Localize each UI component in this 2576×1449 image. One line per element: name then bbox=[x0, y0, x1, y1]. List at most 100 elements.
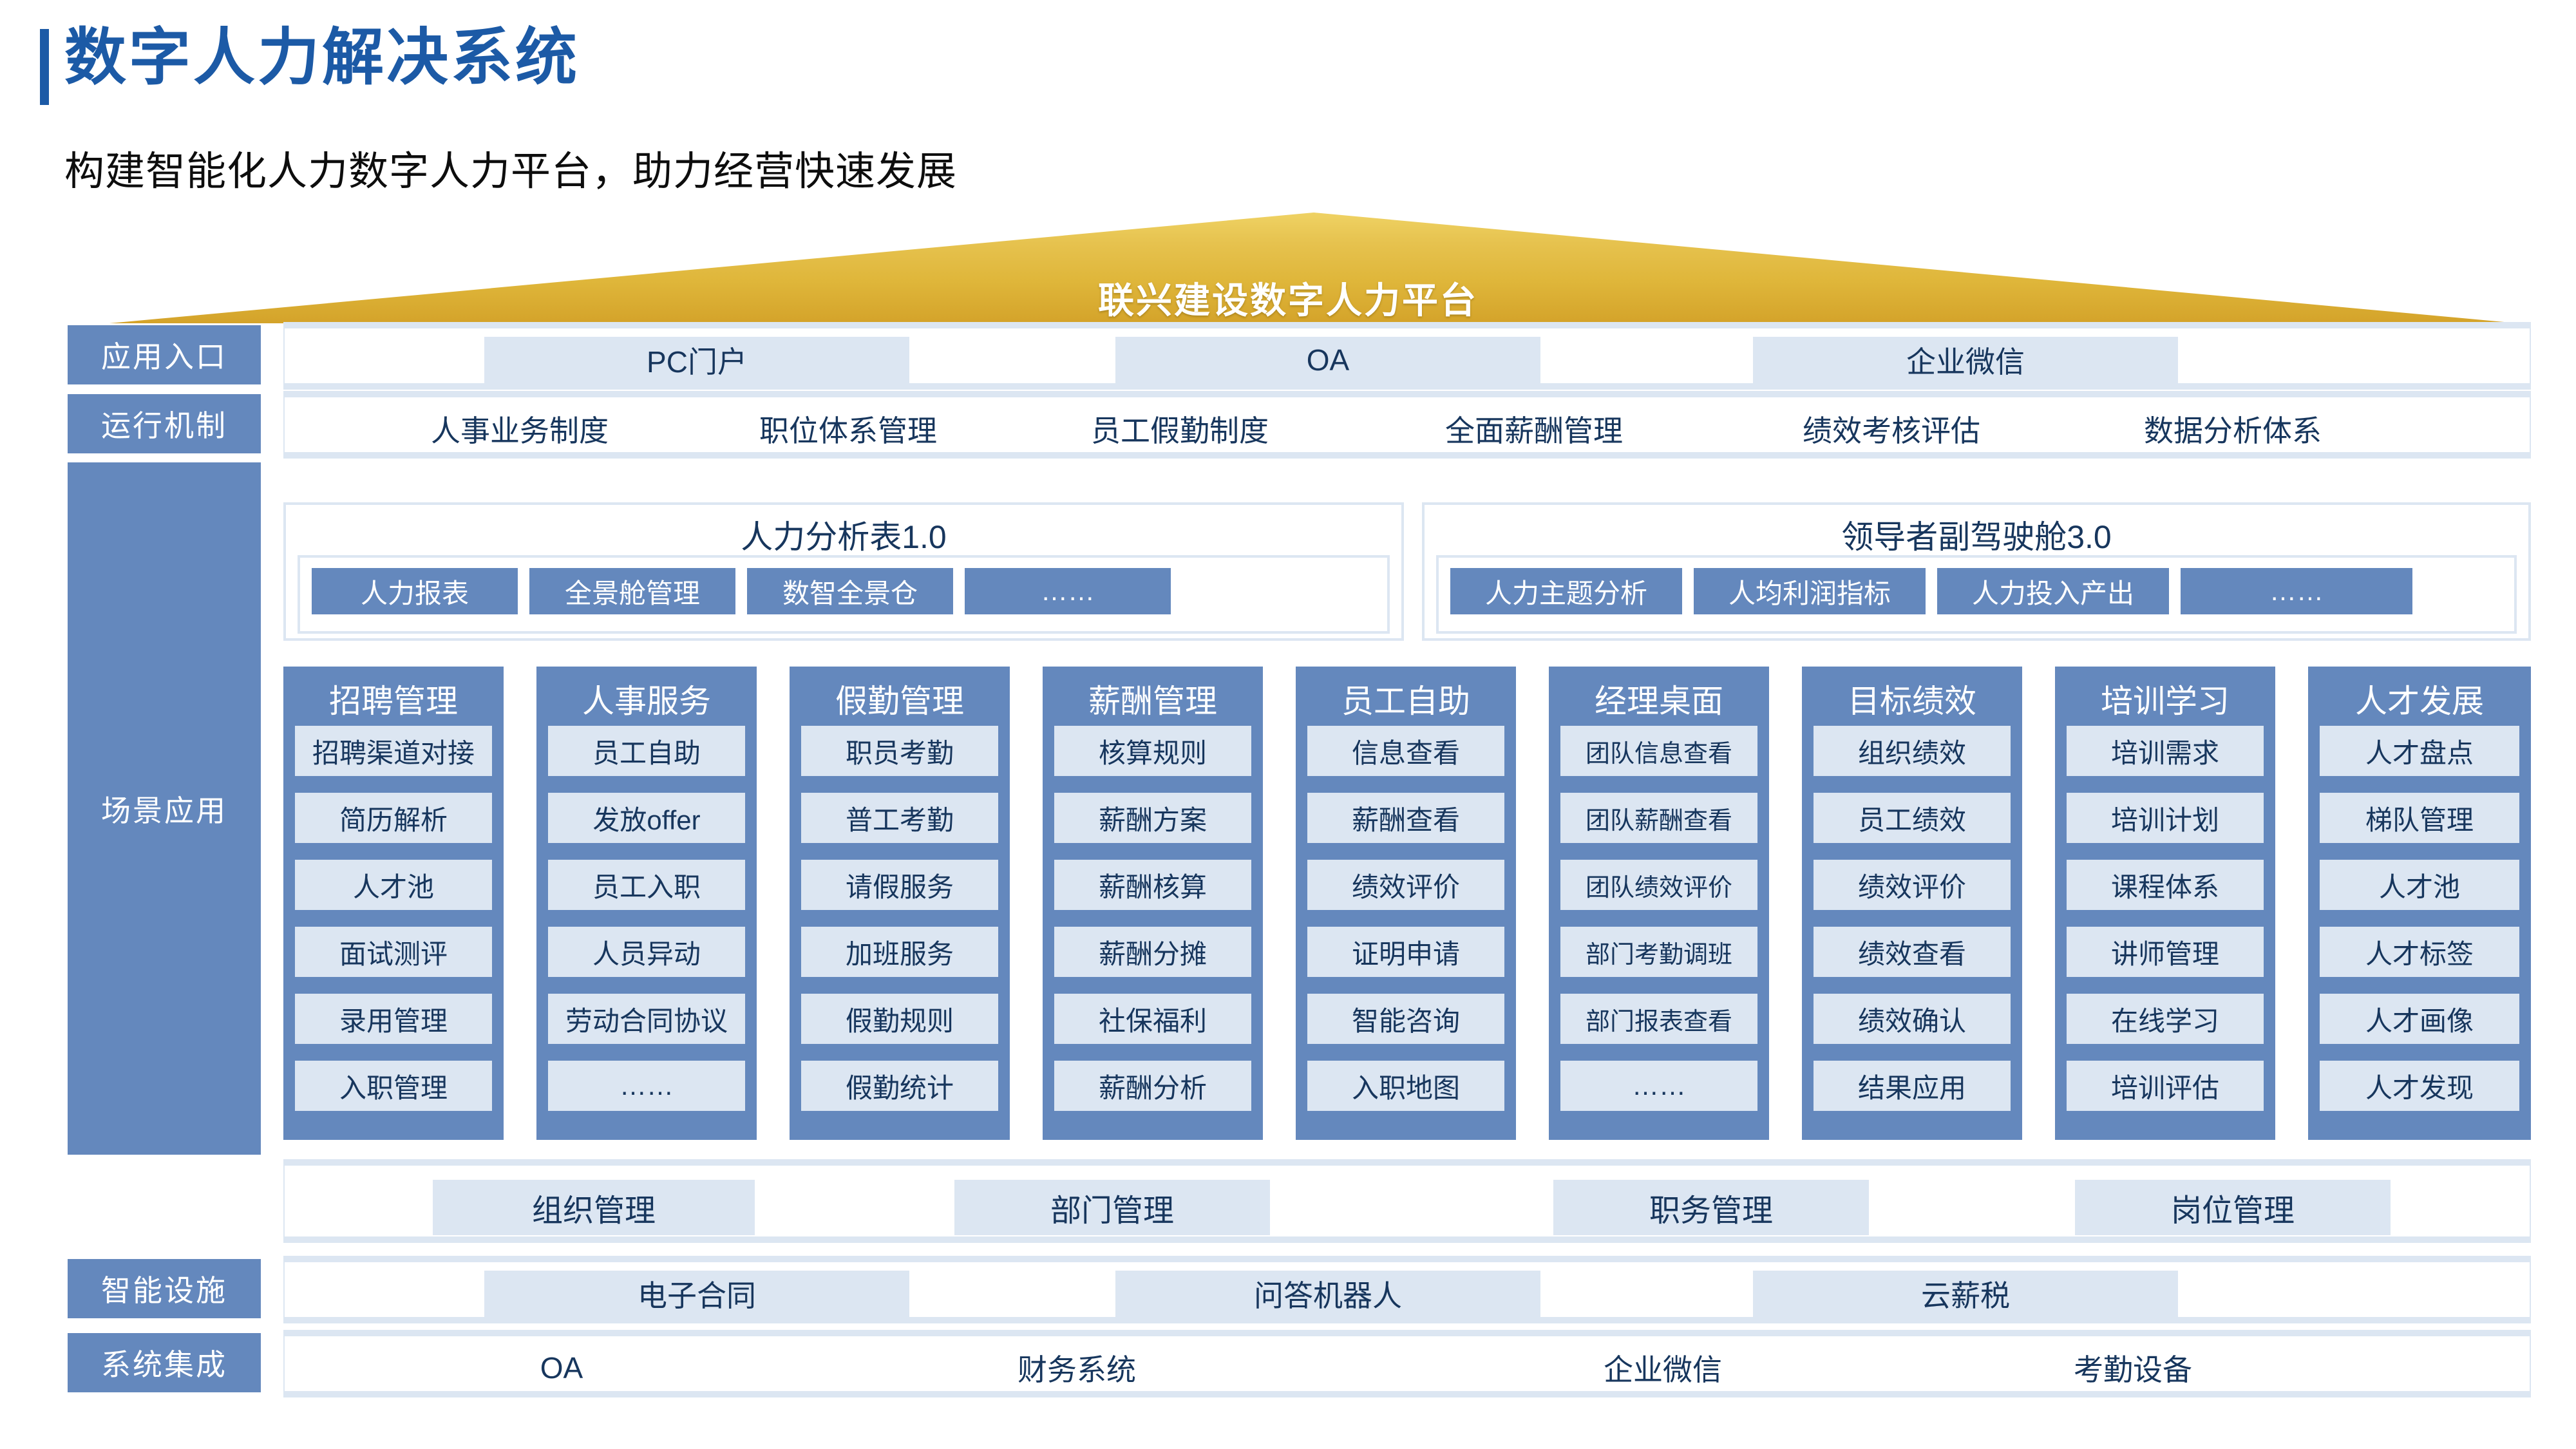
analysis-panel-title: 领导者副驾驶舱3.0 bbox=[1841, 519, 2112, 555]
scenario-item[interactable]: 梯队管理 bbox=[2320, 793, 2519, 843]
app-entry-item-pc[interactable]: PC门户 bbox=[484, 337, 909, 383]
scenario-item[interactable]: 请假服务 bbox=[801, 860, 998, 910]
scenario-item[interactable]: 部门考勤调班 bbox=[1560, 927, 1757, 977]
scenario-column-title: 员工自助 bbox=[1341, 683, 1470, 719]
scenario-item[interactable]: …… bbox=[1560, 1061, 1757, 1111]
scenario-column-recruitment: 招聘管理 招聘渠道对接 简历解析 人才池 面试测评 录用管理 入职管理 bbox=[283, 667, 504, 1140]
mechanism-item-4[interactable]: 绩效考核评估 bbox=[1803, 414, 1980, 448]
scenario-item[interactable]: 结果应用 bbox=[1814, 1061, 2011, 1111]
integration-item-oa[interactable]: OA bbox=[540, 1351, 583, 1385]
scenario-item[interactable]: 录用管理 bbox=[295, 994, 492, 1044]
org-item-position[interactable]: 职务管理 bbox=[1553, 1180, 1869, 1235]
smart-infra-item-cloud-tax[interactable]: 云薪税 bbox=[1753, 1271, 2178, 1317]
analysis-chip-1[interactable]: 全景舱管理 bbox=[529, 568, 735, 614]
scenario-item[interactable]: 加班服务 bbox=[801, 927, 998, 977]
scenario-item[interactable]: 绩效评价 bbox=[1307, 860, 1504, 910]
org-item-organization[interactable]: 组织管理 bbox=[433, 1180, 755, 1235]
mechanism-item-2[interactable]: 员工假勤制度 bbox=[1091, 414, 1269, 448]
scenario-item[interactable]: 薪酬分摊 bbox=[1054, 927, 1251, 977]
scenario-column-title: 培训学习 bbox=[2101, 683, 2230, 719]
app-entry-item-wecom[interactable]: 企业微信 bbox=[1753, 337, 2178, 383]
scenario-item[interactable]: 信息查看 bbox=[1307, 726, 1504, 776]
scenario-column-title: 目标绩效 bbox=[1848, 683, 1976, 719]
scenario-item[interactable]: 培训需求 bbox=[2067, 726, 2264, 776]
scenario-column-title: 人才发展 bbox=[2355, 683, 2484, 719]
mechanism-item-3[interactable]: 全面薪酬管理 bbox=[1445, 414, 1623, 448]
layer-label-app-entry: 应用入口 bbox=[68, 325, 261, 384]
scenario-item[interactable]: 团队薪酬查看 bbox=[1560, 793, 1757, 843]
scenario-item[interactable]: 招聘渠道对接 bbox=[295, 726, 492, 776]
scenario-item[interactable]: 人才池 bbox=[2320, 860, 2519, 910]
scenario-item[interactable]: 薪酬核算 bbox=[1054, 860, 1251, 910]
scenario-item[interactable]: 薪酬查看 bbox=[1307, 793, 1504, 843]
org-item-post[interactable]: 岗位管理 bbox=[2075, 1180, 2391, 1235]
org-item-department[interactable]: 部门管理 bbox=[954, 1180, 1270, 1235]
scenario-item[interactable]: 团队绩效评价 bbox=[1560, 860, 1757, 910]
scenario-item[interactable]: 在线学习 bbox=[2067, 994, 2264, 1044]
mechanism-item-1[interactable]: 职位体系管理 bbox=[759, 414, 937, 448]
scenario-item[interactable]: 员工绩效 bbox=[1814, 793, 2011, 843]
scenario-item[interactable]: 人才画像 bbox=[2320, 994, 2519, 1044]
scenario-item[interactable]: 面试测评 bbox=[295, 927, 492, 977]
banner-title: 联兴建设数字人力平台 bbox=[1098, 280, 1478, 321]
scenario-item[interactable]: 员工入职 bbox=[548, 860, 745, 910]
layer-label-smart-infra: 智能设施 bbox=[68, 1259, 261, 1318]
smart-infra-row: 电子合同 问答机器人 云薪税 bbox=[283, 1256, 2531, 1323]
integration-item-wecom[interactable]: 企业微信 bbox=[1604, 1353, 1722, 1387]
scenario-item[interactable]: 人才发现 bbox=[2320, 1061, 2519, 1111]
scenario-item[interactable]: 发放offer bbox=[548, 793, 745, 843]
app-entry-item-oa[interactable]: OA bbox=[1115, 337, 1540, 383]
scenario-item[interactable]: 普工考勤 bbox=[801, 793, 998, 843]
mechanism-item-5[interactable]: 数据分析体系 bbox=[2144, 414, 2322, 448]
scenario-item[interactable]: 绩效评价 bbox=[1814, 860, 2011, 910]
scenario-item[interactable]: 简历解析 bbox=[295, 793, 492, 843]
integration-item-attendance-device[interactable]: 考勤设备 bbox=[2074, 1353, 2192, 1387]
scenario-item[interactable]: 团队信息查看 bbox=[1560, 726, 1757, 776]
analysis-chip-2[interactable]: 人力投入产出 bbox=[1937, 568, 2169, 614]
scenario-column-training: 培训学习 培训需求 培训计划 课程体系 讲师管理 在线学习 培训评估 bbox=[2055, 667, 2275, 1140]
scenario-item[interactable]: 人才盘点 bbox=[2320, 726, 2519, 776]
scenario-item[interactable]: 人员异动 bbox=[548, 927, 745, 977]
scenario-item[interactable]: 组织绩效 bbox=[1814, 726, 2011, 776]
mechanism-item-0[interactable]: 人事业务制度 bbox=[431, 414, 609, 448]
scenario-item[interactable]: 薪酬分析 bbox=[1054, 1061, 1251, 1111]
analysis-chip-0[interactable]: 人力报表 bbox=[312, 568, 518, 614]
analysis-chip-1[interactable]: 人均利润指标 bbox=[1694, 568, 1926, 614]
scenario-item[interactable]: 培训计划 bbox=[2067, 793, 2264, 843]
scenario-column-employee-self-service: 员工自助 信息查看 薪酬查看 绩效评价 证明申请 智能咨询 入职地图 bbox=[1296, 667, 1516, 1140]
scenario-item[interactable]: 部门报表查看 bbox=[1560, 994, 1757, 1044]
scenario-item[interactable]: 绩效查看 bbox=[1814, 927, 2011, 977]
operating-mechanism-row: 人事业务制度 职位体系管理 员工假勤制度 全面薪酬管理 绩效考核评估 数据分析体… bbox=[283, 391, 2531, 459]
scenario-item[interactable]: 证明申请 bbox=[1307, 927, 1504, 977]
scenario-item[interactable]: 人才池 bbox=[295, 860, 492, 910]
scenario-item[interactable]: 假勤规则 bbox=[801, 994, 998, 1044]
scenario-item[interactable]: 培训评估 bbox=[2067, 1061, 2264, 1111]
layer-label-scenario: 场景应用 bbox=[68, 462, 261, 1155]
scenario-item[interactable]: 课程体系 bbox=[2067, 860, 2264, 910]
scenario-item[interactable]: 入职地图 bbox=[1307, 1061, 1504, 1111]
scenario-item[interactable]: 员工自助 bbox=[548, 726, 745, 776]
scenario-item[interactable]: 核算规则 bbox=[1054, 726, 1251, 776]
scenario-item[interactable]: …… bbox=[548, 1061, 745, 1111]
scenario-item[interactable]: 劳动合同协议 bbox=[548, 994, 745, 1044]
smart-infra-item-contract[interactable]: 电子合同 bbox=[484, 1271, 909, 1317]
scenario-item[interactable]: 讲师管理 bbox=[2067, 927, 2264, 977]
integration-item-finance[interactable]: 财务系统 bbox=[1018, 1353, 1136, 1387]
scenario-item[interactable]: 入职管理 bbox=[295, 1061, 492, 1111]
scenario-item[interactable]: 假勤统计 bbox=[801, 1061, 998, 1111]
scenario-column-title: 经理桌面 bbox=[1595, 683, 1723, 719]
scenario-item[interactable]: 薪酬方案 bbox=[1054, 793, 1251, 843]
analysis-chip-0[interactable]: 人力主题分析 bbox=[1450, 568, 1682, 614]
analysis-chip-2[interactable]: 数智全景仓 bbox=[747, 568, 953, 614]
scenario-item[interactable]: 人才标签 bbox=[2320, 927, 2519, 977]
scenario-item[interactable]: 绩效确认 bbox=[1814, 994, 2011, 1044]
title-accent-bar bbox=[40, 29, 49, 105]
scenario-column-title: 招聘管理 bbox=[329, 683, 458, 719]
scenario-column-attendance: 假勤管理 职员考勤 普工考勤 请假服务 加班服务 假勤规则 假勤统计 bbox=[790, 667, 1010, 1140]
scenario-item[interactable]: 智能咨询 bbox=[1307, 994, 1504, 1044]
smart-infra-item-chatbot[interactable]: 问答机器人 bbox=[1115, 1271, 1540, 1317]
analysis-chip-3[interactable]: …… bbox=[2181, 568, 2412, 614]
scenario-item[interactable]: 职员考勤 bbox=[801, 726, 998, 776]
scenario-item[interactable]: 社保福利 bbox=[1054, 994, 1251, 1044]
analysis-chip-3[interactable]: …… bbox=[965, 568, 1171, 614]
